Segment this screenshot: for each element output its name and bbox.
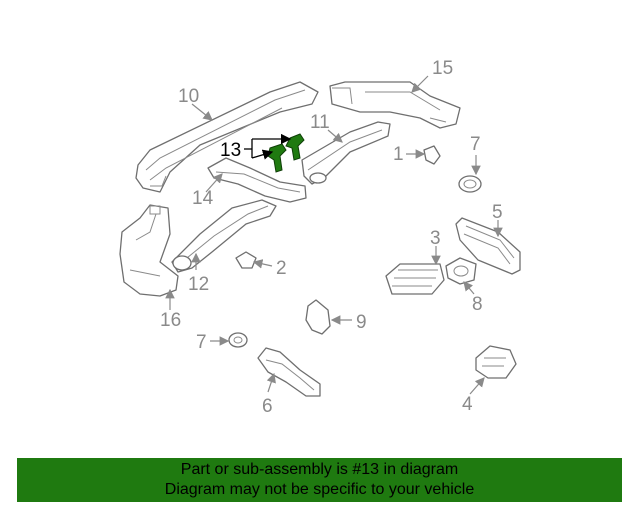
part-6-duct: [257, 347, 321, 397]
leader-lines: [165, 75, 503, 395]
callout-5: 5: [492, 202, 503, 223]
callout-15: 15: [432, 58, 453, 79]
leader-11: [327, 129, 343, 143]
callout-6: 6: [262, 396, 273, 417]
part-10-duct: [135, 81, 319, 193]
part-3-vent: [385, 263, 445, 295]
callout-7-upper: 7: [470, 134, 481, 155]
callout-8: 8: [472, 294, 483, 315]
callout-9: 9: [356, 312, 367, 333]
part-7-lower-grommet: [228, 332, 248, 348]
info-banner: Part or sub-assembly is #13 in diagram D…: [17, 458, 622, 502]
part-8-bezel: [445, 257, 477, 285]
part-1-clip: [423, 145, 441, 165]
part-5-vent: [455, 217, 521, 275]
callout-2: 2: [276, 258, 287, 279]
leader-2: [252, 259, 273, 269]
part-2-clip: [235, 251, 257, 269]
callout-10: 10: [178, 86, 199, 107]
callout-12: 12: [188, 274, 209, 295]
part-11-duct: [301, 121, 391, 185]
part-7-upper-grommet: [458, 175, 482, 193]
part-13-brackets: [267, 133, 305, 173]
leader-13: [244, 133, 292, 160]
callout-14: 14: [192, 188, 214, 209]
leader-4: [469, 377, 485, 395]
leader-6: [266, 372, 276, 393]
leader-10: [191, 103, 213, 121]
banner-line-2: Diagram may not be specific to your vehi…: [164, 481, 475, 498]
parts-diagram: 10 15 11 13 14 12 16 1 7 5 3 8 2 9 7 6 4: [119, 58, 521, 417]
leader-8: [463, 281, 475, 295]
part-15-duct: [329, 81, 461, 129]
callout-7-lower: 7: [196, 332, 207, 353]
callout-1: 1: [393, 144, 404, 165]
callout-3: 3: [430, 228, 441, 249]
part-16-bracket: [119, 204, 179, 297]
callout-13: 13: [220, 140, 241, 161]
part-9-cover: [305, 299, 331, 335]
part-12-duct: [171, 199, 277, 273]
leader-15: [411, 75, 429, 93]
callout-11: 11: [310, 112, 330, 133]
part-14-duct: [207, 157, 307, 203]
leader-14: [205, 173, 223, 193]
callout-4: 4: [462, 394, 473, 415]
callout-16: 16: [160, 310, 181, 331]
part-4-vent: [475, 345, 517, 379]
banner-line-1: Part or sub-assembly is #13 in diagram: [180, 461, 459, 478]
callout-labels: 10 15 11 13 14 12 16 1 7 5 3 8 2 9 7 6 4: [160, 58, 503, 417]
